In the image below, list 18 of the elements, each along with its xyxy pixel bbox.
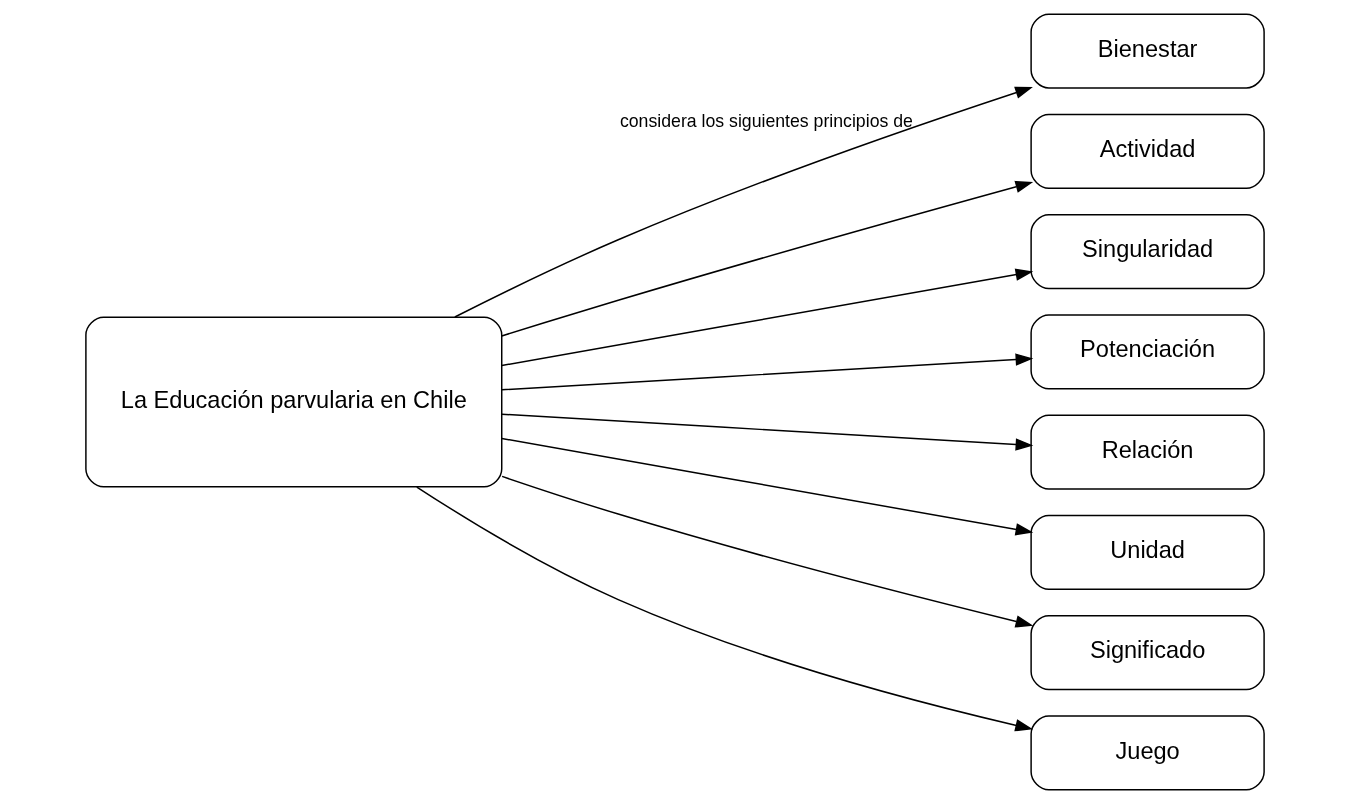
- arrow: [415, 486, 1033, 732]
- node-box: Juego: [1029, 715, 1265, 791]
- arrow: [500, 353, 1033, 391]
- arrow: [500, 180, 1033, 337]
- arrow: [500, 475, 1033, 628]
- node-box: Relación: [1029, 414, 1265, 490]
- node-box: Unidad: [1029, 514, 1265, 590]
- node-box: Bienestar: [1029, 13, 1265, 89]
- edge-label: considera los siguientes principios de: [619, 111, 913, 132]
- node-box: Singularidad: [1029, 214, 1265, 290]
- node-box: La Educación parvularia en Chile: [84, 316, 502, 488]
- node-box: Significado: [1029, 615, 1265, 691]
- node-box: Potenciación: [1029, 314, 1265, 390]
- node-box: Actividad: [1029, 113, 1265, 189]
- arrow: [500, 437, 1033, 536]
- arrow: [453, 86, 1033, 318]
- arrow: [500, 268, 1033, 367]
- arrow: [500, 413, 1033, 451]
